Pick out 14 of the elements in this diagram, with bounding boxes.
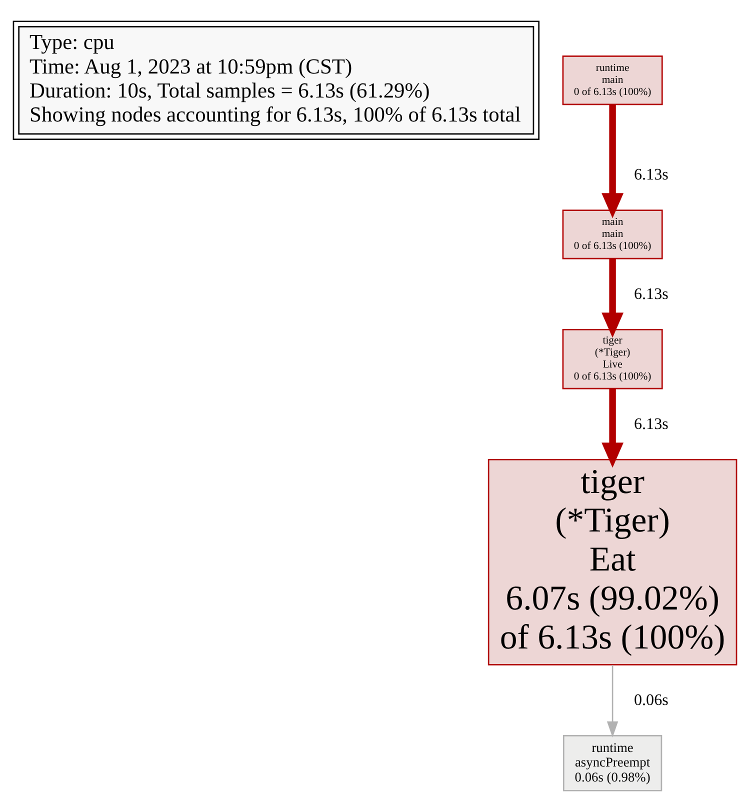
- node-box: runtime main 0 of 6.13s (100%): [562, 56, 663, 106]
- edge-label: 6.13s: [634, 286, 668, 303]
- arrow: [602, 258, 624, 338]
- edge-label: 6.13s: [634, 166, 668, 184]
- edge-label: 0.06s: [634, 692, 668, 709]
- node-box: tiger (*Tiger) Eat 6.07s (99.02%) of 6.13s (100%): [488, 458, 738, 666]
- node-box: tiger (*Tiger) Live 0 of 6.13s (100%): [562, 328, 663, 390]
- arrow: [602, 104, 624, 218]
- arrow: [602, 388, 624, 468]
- node-box: runtime asyncPreempt 0.06s (0.98%): [562, 735, 662, 792]
- arrow: [606, 664, 618, 738]
- edge-label: 6.13s: [634, 416, 668, 433]
- node-box: Type: cpu Time: Aug 1, 2023 at 10:59pm (CST) Duration: 10s, Total samples = 6.13s (61.29%) Showing nodes accounting for 6.13s, 100% of 6.13s total: [12, 20, 540, 140]
- node-box: main main 0 of 6.13s (100%): [562, 210, 663, 260]
